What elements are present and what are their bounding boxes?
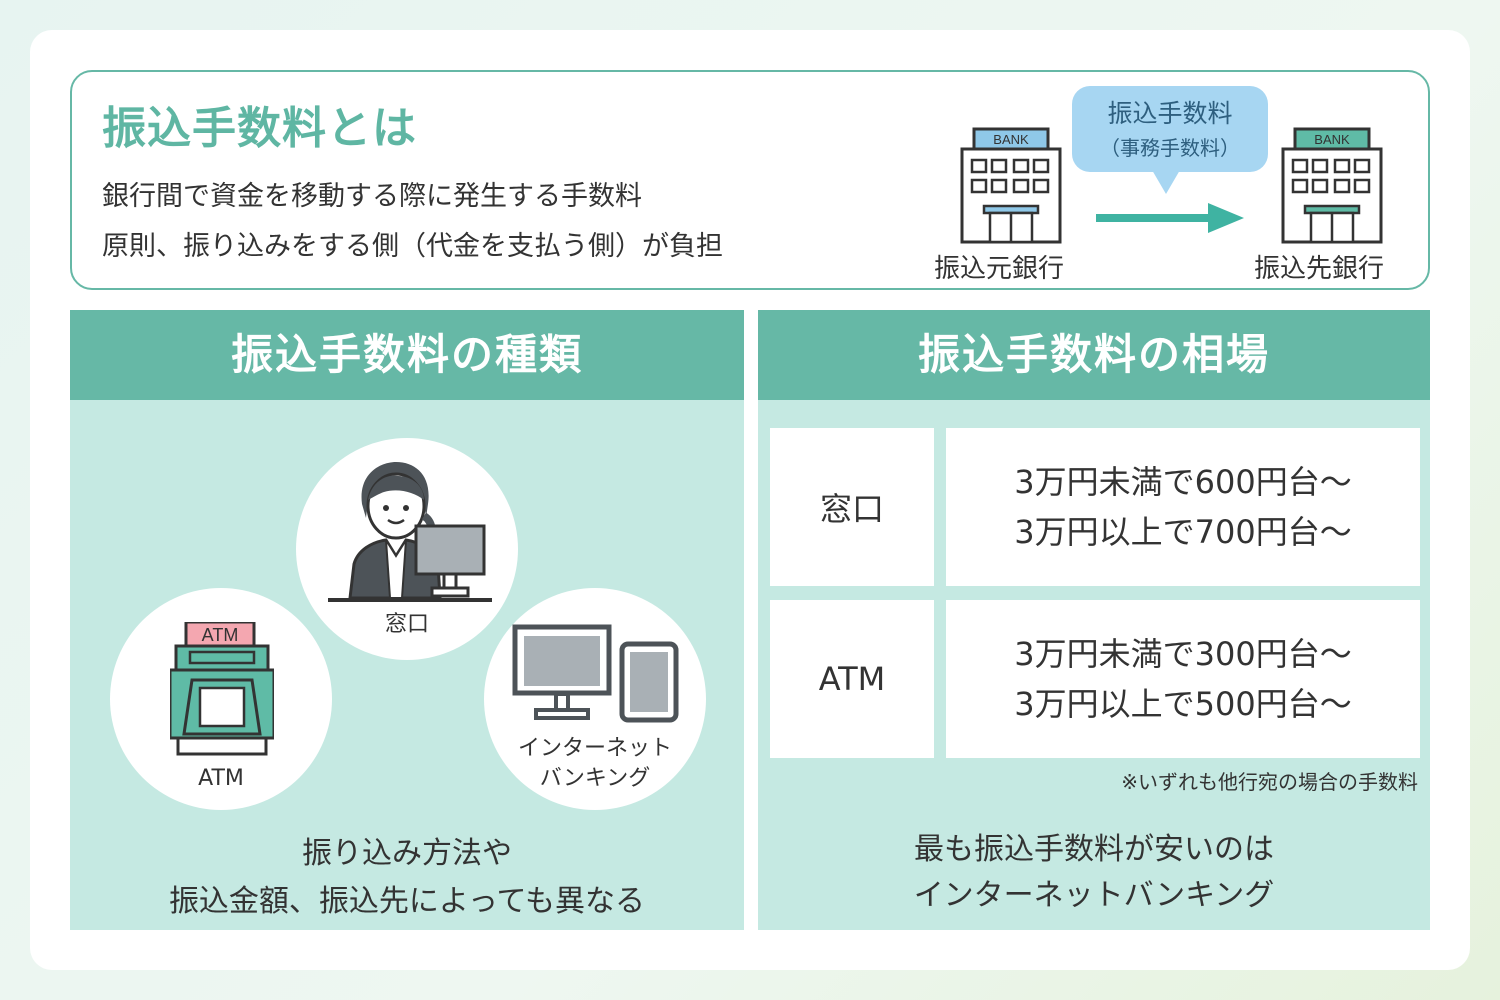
market-panel: 振込手数料の相場 窓口 3万円未満で600円台〜 3万円以上で700円台〜 AT… [758,310,1430,930]
bubble-line-2: （事務手数料） [1100,136,1240,160]
intro-line-2: 原則、振り込みをする側（代金を支払う側）が負担 [102,231,723,262]
from-bank-label: 振込元銀行 [934,254,1065,284]
bubble-tail [1152,170,1180,194]
market-row-counter-line-2: 3万円以上で700円台〜 [1014,513,1352,551]
market-row-counter-name: 窓口 [770,428,934,586]
atm-machine-icon: ATM [170,622,274,756]
market-row-atm-value: 3万円未満で300円台〜 3万円以上で500円台〜 [946,600,1420,758]
types-bottom-line-1: 振り込み方法や [302,836,512,871]
types-bottom-line-2: 振込金額、振込先によっても異なる [168,884,646,919]
market-header: 振込手数料の相場 [758,310,1430,400]
fee-bubble: 振込手数料 （事務手数料） [1072,86,1268,172]
internet-banking-label-2: バンキング [539,766,651,791]
from-bank-sign: BANK [993,132,1029,147]
teller-icon [328,462,492,602]
bubble-line-1: 振込手数料 [1107,99,1233,128]
internet-banking-circle: インターネット バンキング [484,588,706,810]
computer-icon [512,624,679,723]
market-note: ※いずれも他行宛の場合の手数料 [1121,770,1418,794]
atm-label: ATM [198,766,244,791]
market-row-atm-line-1: 3万円未満で300円台〜 [1014,635,1352,673]
to-bank-sign: BANK [1314,132,1350,147]
market-bottom-line-1: 最も振込手数料が安いのは [914,832,1274,867]
market-row-counter-value: 3万円未満で600円台〜 3万円以上で700円台〜 [946,428,1420,586]
internet-banking-label-1: インターネット [517,736,672,761]
types-header: 振込手数料の種類 [70,310,744,400]
atm-circle: ATM ATM [110,588,332,810]
to-bank-icon: BANK [1281,127,1383,244]
types-panel: 振込手数料の種類 窓口 ATM [70,310,744,930]
counter-label: 窓口 [384,612,429,637]
market-row-atm-line-2: 3万円以上で500円台〜 [1014,685,1352,723]
intro-title: 振込手数料とは [102,103,417,154]
market-bottom-line-2: インターネットバンキング [913,878,1275,913]
market-row-counter-line-1: 3万円未満で600円台〜 [1014,463,1352,501]
to-bank-label: 振込先銀行 [1254,254,1385,284]
counter-circle: 窓口 [296,438,518,660]
from-bank-icon: BANK [960,127,1062,244]
transfer-arrow-icon [1096,203,1244,233]
market-row-atm-name: ATM [770,600,934,758]
intro-line-1: 銀行間で資金を移動する際に発生する手数料 [102,181,642,212]
atm-sign: ATM [202,625,239,645]
